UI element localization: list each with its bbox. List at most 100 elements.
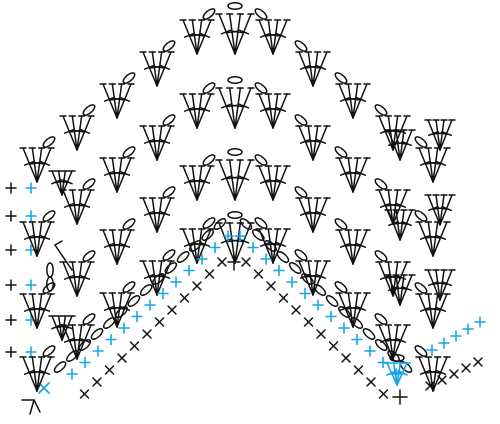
chain-stitch [152, 272, 165, 286]
chain-stitch [374, 104, 388, 116]
x-stitch [129, 341, 140, 351]
chain-stitch [276, 250, 290, 264]
chevron-band-1 [19, 2, 451, 183]
x-stitch [241, 257, 251, 267]
chain-stitch [42, 282, 56, 294]
sc-foundation [247, 241, 259, 254]
chain-stitch [334, 72, 348, 84]
sc-foundation [338, 322, 350, 334]
dc-fan [19, 221, 55, 257]
sc-foundation [209, 241, 221, 254]
dc-fan [415, 356, 451, 392]
chain-stitch [53, 360, 67, 374]
sc-key-black [5, 279, 17, 291]
dc-stitch [54, 244, 73, 271]
sc-key-blue [25, 279, 37, 291]
chain-stitch [162, 114, 176, 126]
sc-foundation [79, 356, 91, 369]
sc-key-black [5, 314, 17, 326]
sc-foundation [312, 299, 324, 311]
chain-stitch [82, 250, 96, 262]
chain-stitch [162, 40, 176, 52]
dc-fan [19, 356, 55, 392]
x-stitch [38, 382, 50, 394]
sc-foundation [131, 310, 143, 323]
chain-stitch [82, 104, 96, 116]
chain-stitch [122, 281, 136, 293]
chain-stitch [294, 40, 308, 52]
sc-foundation [234, 230, 246, 242]
chain-stitch [115, 305, 128, 319]
chain-stitch [176, 250, 190, 264]
x-stitch [328, 341, 339, 351]
x-stitch [154, 317, 165, 327]
sc-right-blue [426, 344, 438, 356]
sc-foundation [183, 264, 195, 277]
dc-fan [335, 292, 371, 328]
sc-foundation [105, 333, 117, 346]
dc-fan [179, 19, 215, 55]
dc-fan [19, 293, 55, 329]
sc-foundation [66, 368, 78, 380]
sc-foundation [286, 276, 298, 288]
dc-fan [375, 189, 411, 225]
sc-foundation [260, 253, 272, 265]
chain-stitch [288, 261, 302, 275]
chain-stitch [374, 338, 388, 352]
x-stitch [192, 281, 202, 291]
chain-stitch [202, 82, 216, 94]
dc-fan [383, 362, 411, 386]
dc-fan [48, 315, 76, 341]
chain-stitch [294, 114, 308, 126]
chain-stitch [82, 178, 96, 190]
sc-foundation [273, 264, 285, 277]
dc-fan [59, 115, 95, 151]
dc-fan [424, 269, 456, 301]
chain-stitch [78, 338, 92, 352]
sc-key-blue [25, 210, 37, 222]
sc-foundation [196, 253, 208, 265]
chain-stitch [338, 305, 351, 319]
chain-stitch [122, 72, 136, 84]
apex-stitch-2 [392, 389, 408, 405]
dc-fan [295, 197, 331, 233]
chain-stitch [264, 239, 277, 253]
chain-stitch [82, 313, 96, 325]
x-stitch [303, 317, 314, 327]
dc-fan [59, 261, 95, 297]
dc-fan [415, 147, 451, 183]
dc-fan [139, 51, 175, 87]
dc-fan [424, 119, 456, 151]
dc-fan [384, 209, 416, 241]
chain-stitch [374, 178, 388, 190]
x-stitch [79, 389, 90, 399]
sc-foundation [299, 287, 311, 300]
dc-fan [215, 87, 255, 129]
chain-stitch [362, 327, 376, 341]
chain-stitch [325, 294, 339, 308]
dc-fan [255, 165, 291, 201]
sc-key-black [5, 210, 17, 222]
dc-fan [99, 83, 135, 119]
x-stitch [425, 381, 435, 391]
x-stitch [341, 353, 351, 363]
dc-fan [375, 324, 411, 360]
x-stitch [366, 377, 376, 387]
chain-stitch [254, 8, 268, 20]
dc-fan [384, 129, 416, 161]
x-stitch [167, 305, 177, 315]
sc-key-black [5, 244, 17, 256]
chain-stitch [127, 294, 141, 308]
chain-stitch [189, 239, 202, 253]
sc-foundation [325, 310, 337, 323]
chain-stitch [162, 186, 176, 198]
x-stitch [278, 293, 289, 303]
chevron-band-3 [19, 148, 451, 329]
chevron-fan-bands [19, 2, 451, 392]
dc-fan [335, 157, 371, 193]
chain-stitch [201, 228, 215, 242]
x-stitch [353, 365, 364, 375]
chevron-band-2 [19, 76, 451, 257]
sc-foundation [144, 299, 156, 311]
chain-stitch [90, 327, 104, 341]
